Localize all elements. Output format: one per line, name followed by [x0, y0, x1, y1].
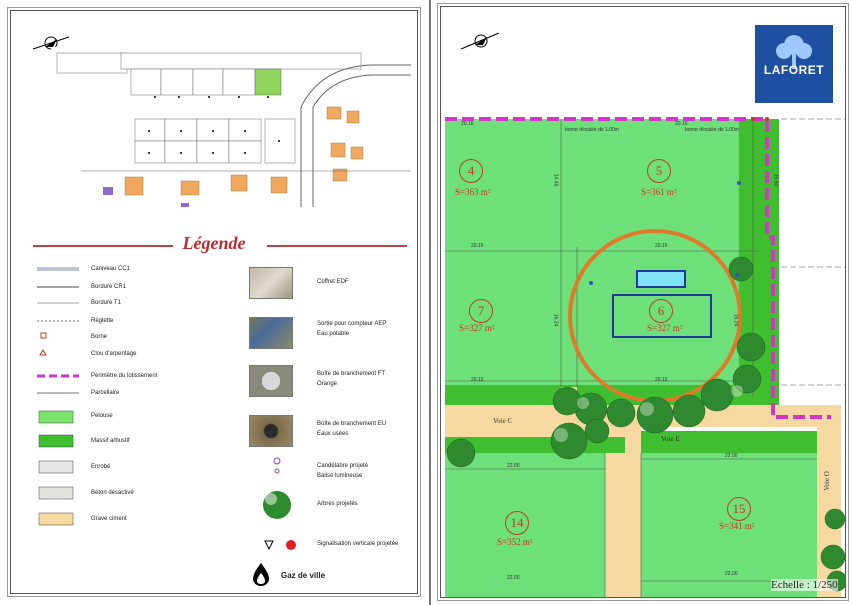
plot-area-6: S=327 m²	[647, 323, 683, 333]
plot-area-5: S=361 m²	[641, 187, 677, 197]
plot-area-4: S=363 m²	[455, 187, 491, 197]
eu-box-photo	[249, 415, 293, 447]
dim-bottom-right-bottom: 22.00	[725, 571, 738, 577]
legend-label-beton: Béton désactivé	[91, 490, 134, 496]
legend-label-bordure-t1: Bordure T1	[91, 300, 121, 306]
legend-label-eu: Boîte de branchement EU	[317, 421, 387, 427]
note-borne-2: borne décalée de 1.00m	[685, 127, 739, 133]
legend-label-balise: Balise lumineuse	[317, 473, 363, 479]
site-overview-map	[51, 47, 411, 207]
plot-number-5: 5	[647, 159, 671, 183]
subdivision-plan	[445, 32, 845, 597]
legend-label-clou: Clou d'arpentage	[91, 351, 137, 357]
legend-label-eu-2: Eaux usées	[317, 431, 349, 437]
dim-mid-left: 20.16	[471, 243, 484, 249]
legend-label-borne: Borne	[91, 334, 108, 340]
dim-low-right: 20.16	[655, 377, 668, 383]
gas-flame-icon	[253, 563, 269, 586]
legend-label-parcellaire: Parcellaire	[91, 390, 120, 396]
legend-label-gaz: Gaz de ville	[281, 571, 326, 580]
dim-vertical-7: 16.24	[552, 313, 559, 327]
legend-symbols-left	[37, 267, 79, 526]
road-label-voie-e: Voie E	[661, 435, 680, 443]
dim-low-left: 20.16	[471, 377, 484, 383]
legend-panel: Légende Caniveau CC1 Bordure CR1 Bordure…	[7, 7, 421, 597]
plot-number-15: 15	[727, 497, 751, 521]
legend-label-coffret-edf: Coffret EDF	[317, 279, 349, 285]
dim-top-right: 20.16	[675, 121, 688, 127]
plot-number-4: 4	[459, 159, 483, 183]
dim-mid-right: 20.16	[655, 243, 668, 249]
plan-north-arrow-icon	[460, 32, 500, 50]
legend-label-pelouse: Pelouse	[91, 413, 113, 419]
logo-text: LAFORET	[763, 63, 825, 77]
legend-label-grave: Grave ciment	[91, 516, 127, 522]
legend-label-aep: Sortie pour compteur AEP	[317, 321, 387, 327]
legend-title: Légende	[182, 233, 246, 253]
legend-label-ft: Boîte de branchement FT	[317, 371, 386, 377]
dim-bottom-right-top: 22.00	[725, 453, 738, 459]
dim-bottom-left-bottom: 22.00	[507, 575, 520, 581]
legend-label-signalisation: Signalisation verticale projetée	[317, 541, 399, 547]
legend-label-bordure-cr1: Bordure CR1	[91, 284, 127, 290]
road-label-voie-c: Voie C	[493, 417, 513, 425]
legend-label-enrobe: Enrobé	[91, 464, 111, 470]
plot-number-14: 14	[505, 511, 529, 535]
legend-label-arbres: Arbres projetés	[317, 501, 358, 507]
legend-symbols-right	[263, 457, 296, 551]
dim-vertical-6: 16.24	[732, 313, 739, 327]
scale-label: Echelle : 1/250	[771, 579, 838, 591]
legend-label-ft-2: Orange	[317, 381, 338, 387]
legend-label-massif: Massif arbustif	[91, 438, 130, 444]
water-meter-photo	[249, 317, 293, 349]
subdivision-plan-panel: LAFORET borne décalée de 1.00m borne déc…	[437, 3, 849, 601]
legend-label-caniveau: Caniveau CC1	[91, 266, 131, 272]
dim-vertical-4: 14.46	[552, 173, 559, 187]
panel-divider	[429, 0, 431, 605]
plot-area-7: S=327 m²	[459, 323, 495, 333]
plot-area-14: S=352 m²	[497, 537, 533, 547]
legend-label-reglette: Réglette	[91, 318, 114, 324]
legend-label-perimetre: Périmètre du lotissement	[91, 373, 158, 379]
dim-vertical-5: 15.50	[772, 173, 779, 187]
legend-title-line-left	[33, 245, 173, 247]
plot-area-15: S=341 m²	[719, 521, 755, 531]
edf-box-photo	[249, 267, 293, 299]
ft-box-photo	[249, 365, 293, 397]
plot-number-6: 6	[649, 299, 673, 323]
legend-title-line-right	[267, 245, 407, 247]
laforet-logo: LAFORET	[755, 25, 833, 103]
plot-number-7: 7	[469, 299, 493, 323]
road-label-voie-o: Voie O	[822, 471, 831, 491]
legend-label-candelabre: Candélabre projeté	[317, 463, 369, 469]
dim-bottom-left-top: 22.00	[507, 463, 520, 469]
tree-logo-icon	[776, 35, 812, 69]
dim-top-left: 20.16	[461, 121, 474, 127]
legend-label-aep-2: Eau potable	[317, 331, 350, 337]
note-borne-1: borne décalée de 1.00m	[565, 127, 619, 133]
